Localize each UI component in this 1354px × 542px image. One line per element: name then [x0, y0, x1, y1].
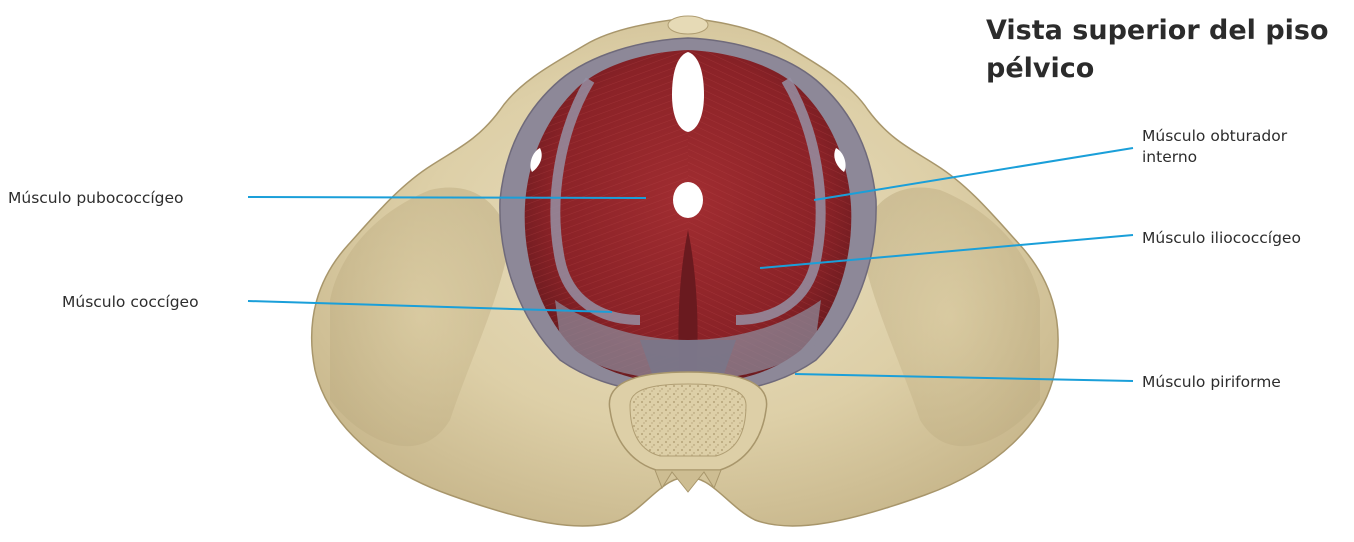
sacral-spines: [655, 470, 721, 492]
rectal-hiatus: [673, 182, 703, 218]
label-obturator-internus-line1: Músculo obturador: [1142, 126, 1287, 147]
label-obturator-internus: Músculo obturador interno: [1142, 126, 1287, 168]
pelvic-cavity: [500, 38, 876, 393]
pubic-symphysis: [668, 16, 708, 34]
label-pubococcygeus: Músculo pubococcígeo: [8, 188, 184, 209]
sacral-body: [630, 384, 746, 456]
label-obturator-internus-line2: interno: [1142, 147, 1287, 168]
leader-line-pubococcygeus: [248, 197, 646, 198]
label-coccygeus: Músculo coccígeo: [62, 292, 199, 313]
label-iliococcygeus: Músculo iliococcígeo: [1142, 228, 1301, 249]
urogenital-hiatus: [672, 52, 704, 132]
label-piriformis: Músculo piriforme: [1142, 372, 1281, 393]
figure-title: Vista superior del piso pélvico: [986, 12, 1346, 88]
